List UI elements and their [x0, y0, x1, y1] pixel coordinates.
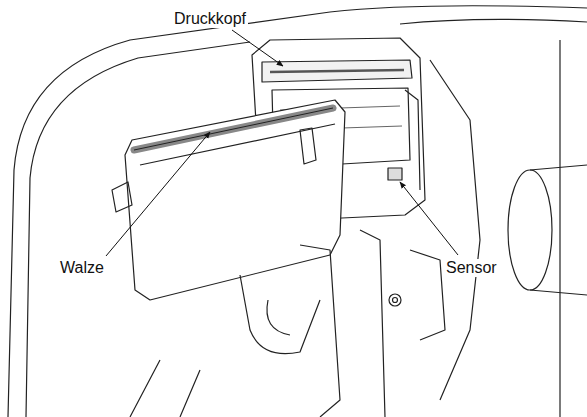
cover-tab: [300, 128, 316, 164]
lower-frame: [300, 245, 340, 417]
housing-inner: [400, 19, 587, 24]
cover-arm: [240, 275, 320, 354]
housing-outline: [8, 6, 587, 417]
screw-hole: [393, 298, 398, 303]
cover-tab: [112, 182, 132, 212]
sensor-part: [388, 168, 402, 180]
screw-hole: [389, 294, 401, 306]
bracket: [410, 250, 445, 340]
roll-holder: [530, 165, 587, 295]
platen-cover: [125, 100, 345, 300]
mechanism-side: [405, 90, 420, 190]
roll-holder: [508, 170, 552, 290]
leader-line: [232, 30, 283, 66]
part-label: Druckkopf: [172, 10, 248, 28]
part-label: Sensor: [444, 259, 499, 277]
leader-line: [400, 182, 458, 255]
print-head: [262, 60, 412, 82]
housing-wall: [559, 40, 560, 417]
lower-frame: [360, 230, 385, 417]
part-label: Walze: [58, 259, 106, 277]
leader-line: [106, 132, 210, 256]
print-head-line: [270, 70, 404, 72]
cover-arm-cutout: [267, 300, 290, 335]
base-line: [130, 360, 200, 417]
